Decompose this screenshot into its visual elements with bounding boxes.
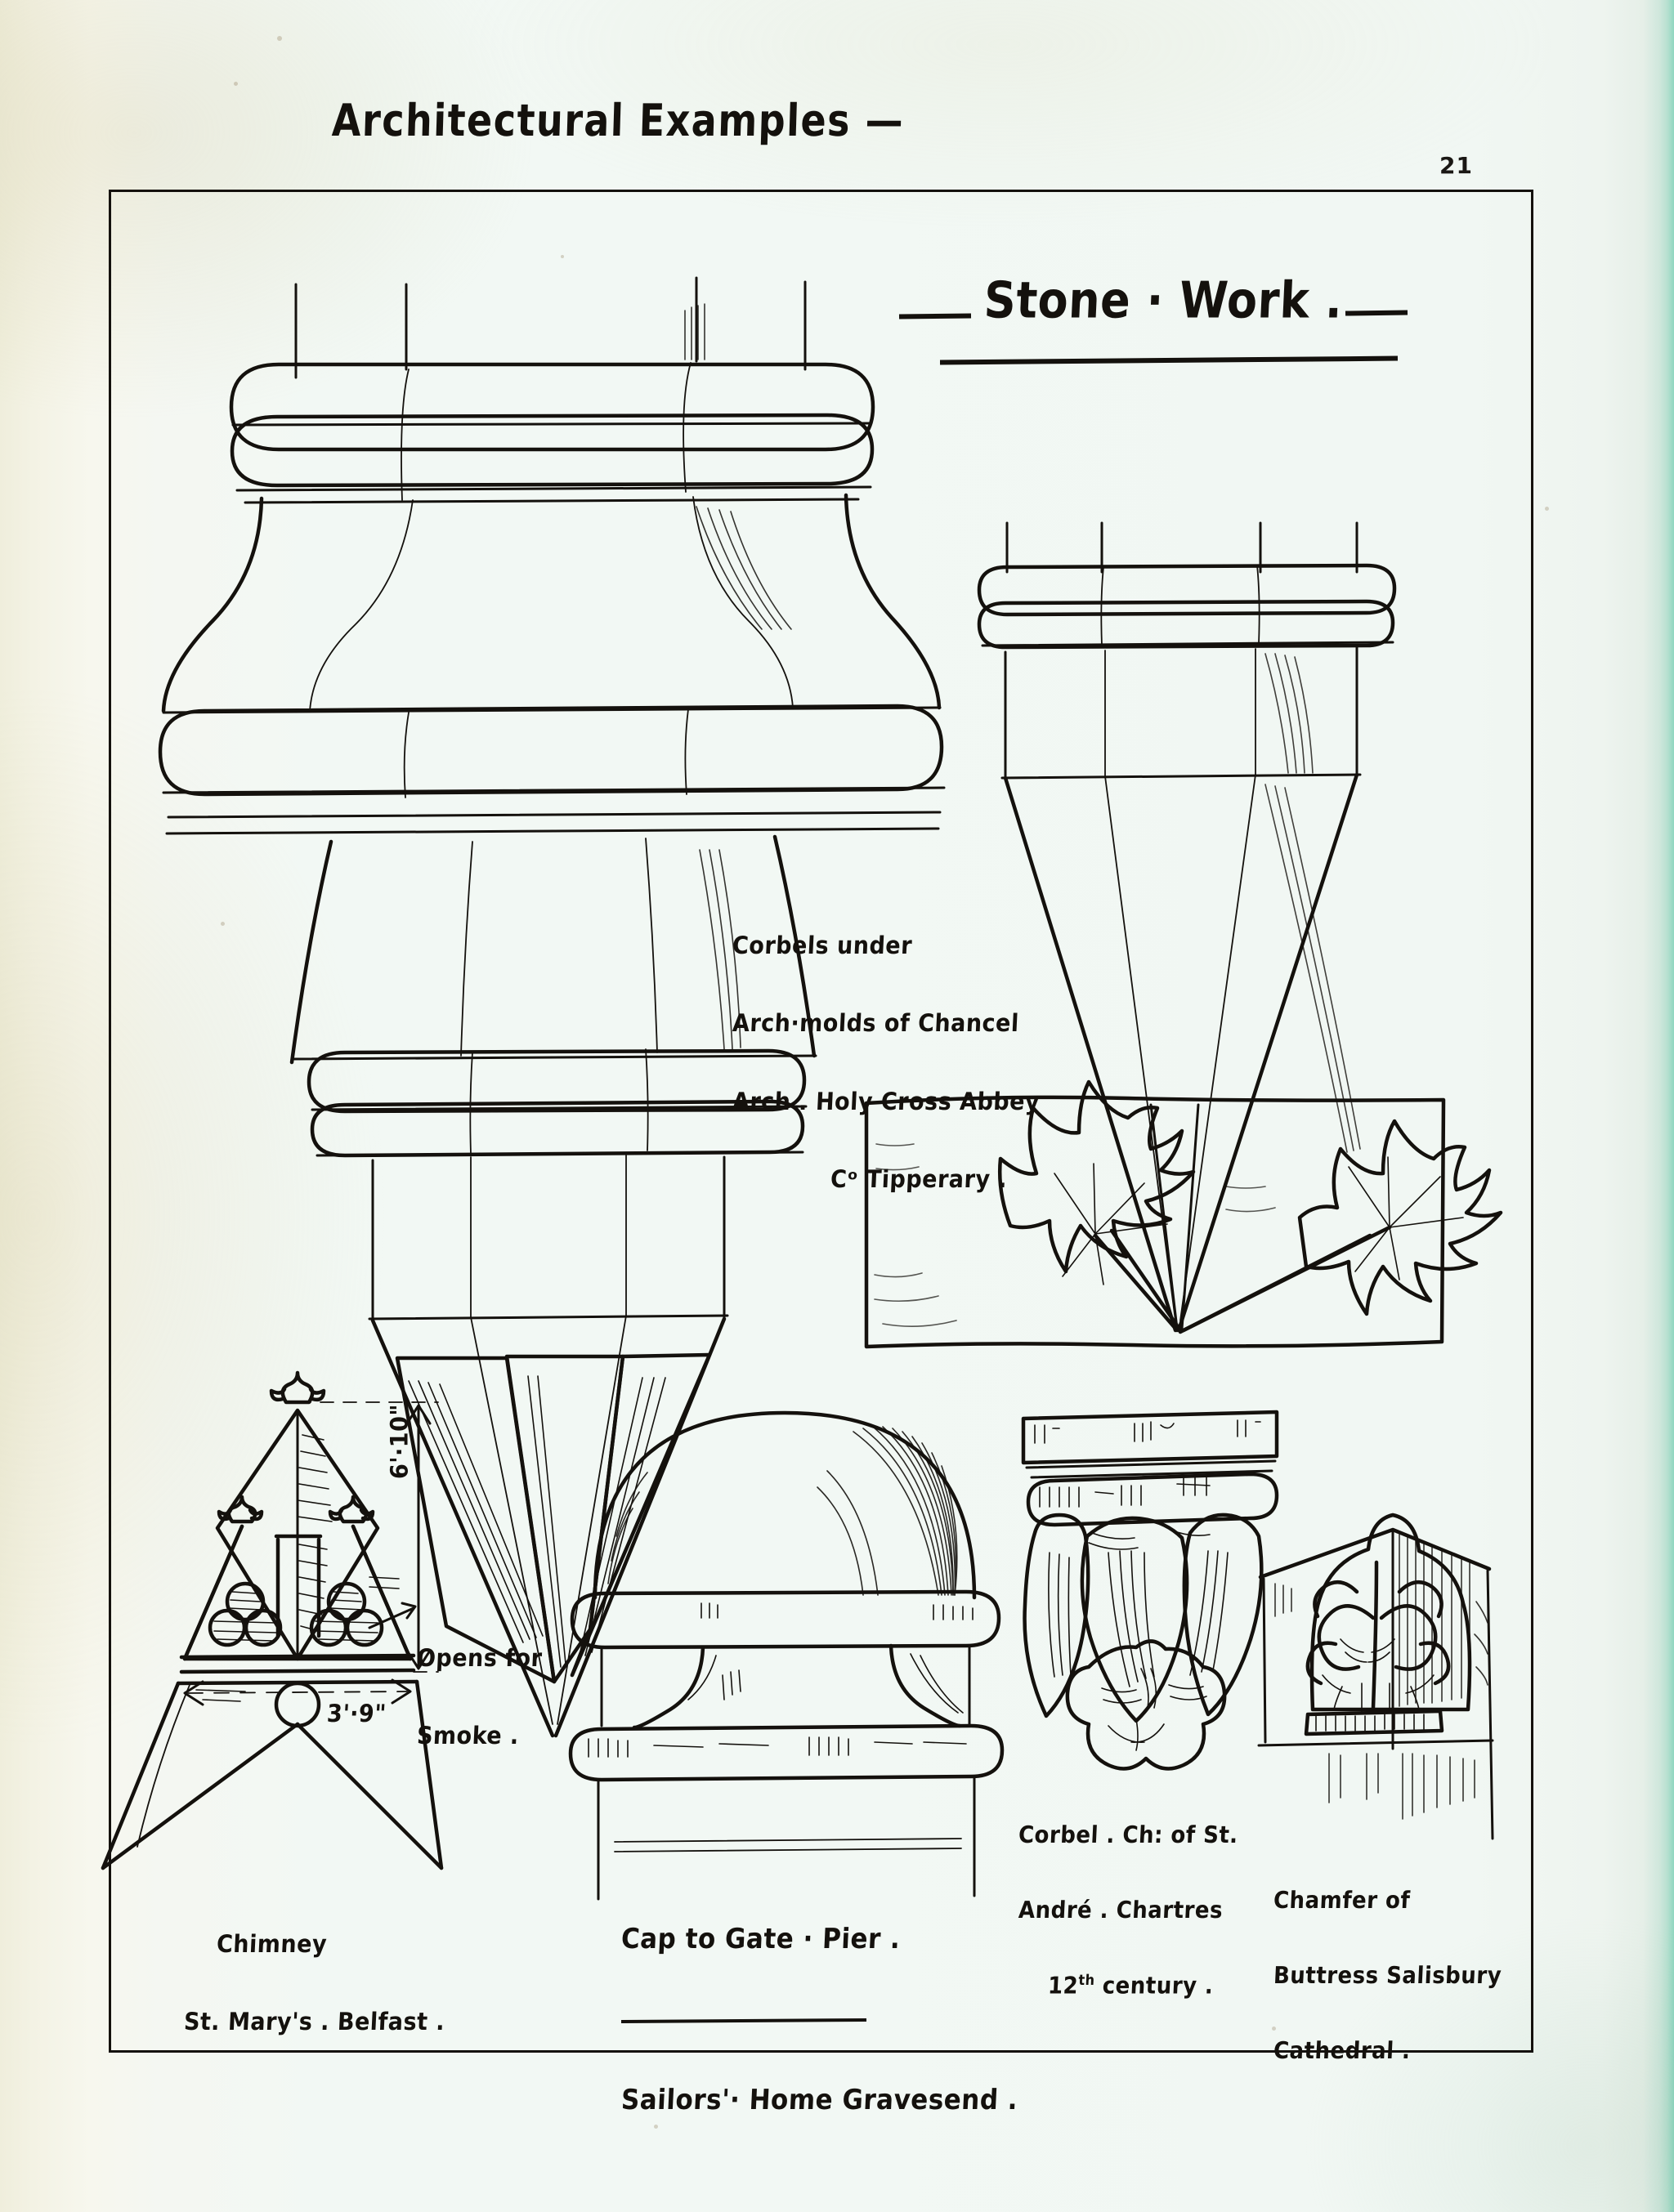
corbel-large-top-roll: [229, 362, 875, 504]
caption-corbels-holy-cross: Corbels under Arch·molds of Chancel Arch…: [732, 881, 1084, 1245]
annotation-smoke-line-2: Smoke .: [416, 1722, 520, 1750]
paper-speck: [221, 922, 225, 926]
chimney-height-dimension: 6'·10": [386, 1404, 414, 1479]
caption-cap-to-gate-pier: Cap to Gate · Pier . Sailors'· Home Grav…: [620, 1865, 1046, 2175]
paper-speck: [277, 36, 282, 41]
gate-pier-cove: [600, 1643, 971, 1730]
salisbury-stop-base-teeth: [1315, 1714, 1425, 1732]
caption-gate-line-1: Cap to Gate · Pier .: [620, 1923, 902, 1955]
gate-pier-upper-bead: [570, 1589, 1001, 1650]
corbel-large-shaft-block: [368, 1155, 729, 1322]
maple-leaf-right: [1297, 1119, 1503, 1316]
gate-pier-dome: [593, 1410, 977, 1600]
caption-chartres-century-number: 12: [1047, 1973, 1079, 2000]
gate-pier-shaft: [597, 1776, 976, 1901]
caption-salisbury-line-3: Cathedral .: [1273, 2037, 1412, 2065]
page-number: 21: [1439, 152, 1473, 179]
chimney-base: [101, 1653, 444, 1870]
maple-leaf-left: [997, 1079, 1196, 1285]
annotation-opens-for-smoke: Opens for Smoke .: [416, 1593, 564, 1802]
foliage-stone-block: [864, 1079, 1503, 1349]
chimney-finial-left: [217, 1495, 264, 1524]
caption-corbels-line-4: Cᵒ Tipperary .: [830, 1165, 1008, 1194]
gate-pier-lower-bead: [568, 1723, 1005, 1782]
corbel-large-point-shading: [408, 1375, 666, 1668]
chartres-foliage-veins: [1048, 1529, 1229, 1687]
caption-chamfer-salisbury: Chamfer of Buttress Salisbury Cathedral …: [1273, 1839, 1527, 2114]
chimney-finial-center: [269, 1370, 326, 1405]
foliage-stalks: [1093, 1103, 1392, 1334]
corbel2-taper-to-point: [1003, 653, 1361, 1333]
foliage-block-texture: [874, 1143, 1276, 1327]
corbel-large-point: [370, 1315, 727, 1738]
caption-corbel-chartres: Corbel . Ch: of St. André . Chartres 12t…: [1018, 1773, 1272, 2049]
maple-leaf-left-veins: [1054, 1163, 1168, 1285]
chartres-abacus: [1021, 1410, 1279, 1479]
corbel-large-shading: [684, 303, 792, 1050]
paper-speck: [561, 255, 564, 258]
annotation-smoke-line-1: Opens for: [416, 1644, 544, 1673]
corbel-large-necking: [307, 1048, 808, 1158]
chimney-base-shading: [195, 1689, 246, 1702]
corbel2-shading: [1264, 653, 1361, 1153]
chimney-gable: [182, 1495, 413, 1661]
salisbury-stop-niche: [1274, 1513, 1488, 1820]
paper-speck: [654, 2125, 658, 2129]
gate-pier-dome-shading: [607, 1426, 958, 1596]
caption-chimney-line-2: St. Mary's . Belfast .: [183, 2008, 445, 2036]
chimney-spire-crockets: [297, 1434, 333, 1632]
drawing-frame-border: [109, 190, 1533, 2053]
chartres-bell-roll: [1026, 1472, 1279, 1527]
chimney-width-dimension: 3'·9": [325, 1700, 387, 1728]
paper-speck: [1545, 507, 1549, 511]
caption-chartres-line-3: 12th century .: [1018, 1971, 1273, 2000]
caption-chartres-line-2: André . Chartres: [1018, 1897, 1224, 1924]
paper-speck: [1272, 2027, 1276, 2031]
corbel-large-shaft-lines: [294, 276, 807, 379]
caption-chartres-century-rest: century .: [1094, 1973, 1215, 2000]
chartres-boss-detail: [1101, 1668, 1207, 1751]
chartres-foliage: [1023, 1513, 1264, 1771]
salisbury-ashlar-hatching: [1274, 1534, 1488, 1820]
gate-pier-cove-shading: [687, 1653, 964, 1714]
caption-chartres-line-1: Corbel . Ch: of St.: [1018, 1821, 1239, 1849]
caption-salisbury-line-2: Buttress Salisbury: [1273, 1962, 1502, 1990]
caption-corbels-line-1: Corbels under: [732, 932, 913, 960]
chimney-trefoil-right: [309, 1581, 384, 1647]
corbel2-body: [1000, 646, 1362, 780]
caption-gate-line-2: Sailors'· Home Gravesend .: [620, 2084, 1019, 2116]
chimney-gable-shading: [369, 1576, 400, 1589]
caption-corbels-line-2: Arch·molds of Chancel: [732, 1009, 1020, 1038]
paper-speck: [234, 82, 238, 86]
chimney-spire: [215, 1370, 380, 1661]
chimney-dimension-lines: [183, 1401, 439, 1706]
caption-chimney-st-marys: Chimney St. Mary's . Belfast .: [183, 1879, 495, 2088]
corbel2-rolls: [977, 563, 1397, 650]
caption-corbels-line-3: Arch . Holy Cross Abbey: [732, 1088, 1041, 1116]
maple-leaf-right-veins: [1348, 1156, 1464, 1280]
corbel-large-tapered-body: [289, 834, 817, 1065]
caption-chartres-century-suffix: th: [1078, 1971, 1096, 1989]
caption-gate-rule: [620, 2018, 867, 2023]
caption-chimney-line-1: Chimney: [216, 1930, 328, 1959]
chimney-trefoil-left: [208, 1581, 283, 1647]
salisbury-stiff-leaf: [1305, 1560, 1451, 1712]
chimney-finial-right: [328, 1495, 375, 1524]
caption-salisbury-line-1: Chamfer of: [1273, 1887, 1412, 1915]
corbel-large-lower-roll: [158, 704, 946, 835]
